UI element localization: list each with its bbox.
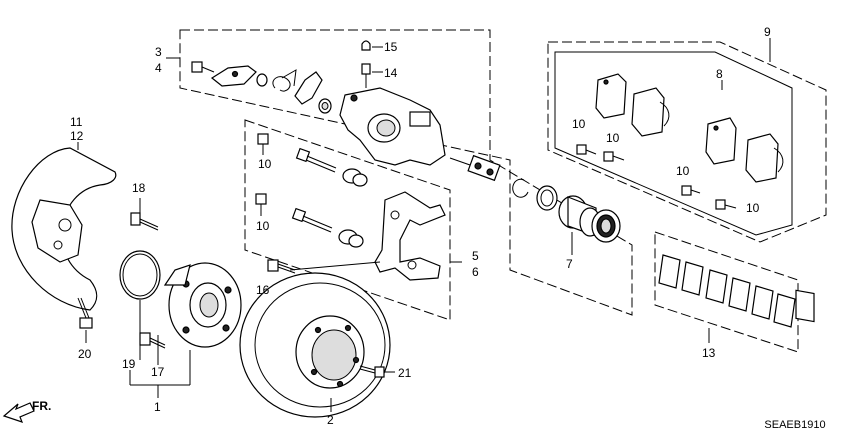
front-direction-arrow-icon <box>2 402 35 423</box>
callout-3: 3 <box>155 45 162 59</box>
circlip <box>512 178 529 198</box>
callout-15: 15 <box>384 40 398 54</box>
o-ring <box>119 250 161 300</box>
caliper-pin-upper <box>295 147 337 173</box>
callout-13: 13 <box>702 346 716 360</box>
callout-1: 1 <box>154 400 161 414</box>
bolt-10-b <box>603 151 625 162</box>
front-direction-label: FR. <box>32 399 51 413</box>
callout-16: 16 <box>256 283 270 297</box>
bolt-10-lower-left <box>255 193 267 216</box>
callout-2: 2 <box>327 413 334 427</box>
brake-rotor <box>239 272 391 418</box>
hub-bolt-17 <box>139 332 166 349</box>
callout-5: 5 <box>472 249 479 263</box>
callout-4: 4 <box>155 61 162 75</box>
bolt-10-upper-left <box>257 133 269 155</box>
bolt-10-a <box>576 144 597 155</box>
bleeder-cap <box>361 40 371 51</box>
callout-14: 14 <box>384 66 398 80</box>
washer-small <box>256 73 332 114</box>
callouts: 3 4 15 14 9 8 11 12 10 10 10 10 10 10 18… <box>70 25 771 427</box>
callout-10-e: 10 <box>676 164 690 178</box>
bleeder-screw <box>361 63 371 88</box>
caliper-bracket <box>374 191 446 281</box>
callout-12: 12 <box>70 129 84 143</box>
caliper-group-frame <box>179 29 633 316</box>
parking-brake-lever <box>191 61 257 87</box>
brake-pad-4 <box>745 133 784 183</box>
leader-lines <box>129 38 771 412</box>
bracket-bolt-16 <box>267 259 381 274</box>
piston-adjuster <box>449 154 501 182</box>
pin-boot-upper <box>342 168 368 187</box>
callout-20: 20 <box>78 347 92 361</box>
callout-6: 6 <box>472 265 479 279</box>
pad-set-frame <box>554 51 793 236</box>
pin-boot-lower <box>338 229 364 248</box>
callout-7: 7 <box>566 257 573 271</box>
callout-10-d: 10 <box>606 131 620 145</box>
callout-9: 9 <box>764 25 771 39</box>
shim-kit-frame <box>654 231 799 353</box>
shim-set <box>658 254 796 328</box>
rotor-screw <box>359 365 395 378</box>
callout-11: 11 <box>70 115 83 129</box>
brake-pad-1 <box>595 73 627 119</box>
return-spring <box>272 69 297 92</box>
brake-pad-2 <box>631 87 670 137</box>
diagram-code: SEAEB1910 <box>764 419 825 431</box>
brake-pad-3 <box>705 117 737 165</box>
bolt-10-c <box>681 185 701 196</box>
pad-kit-frame <box>547 41 827 243</box>
hub-bearing <box>163 262 242 348</box>
mount-group-frame <box>244 119 451 321</box>
caliper-body <box>339 87 446 166</box>
hub-bolt-18 <box>130 198 159 231</box>
pad-shim-square <box>795 289 815 323</box>
callout-8: 8 <box>716 67 723 81</box>
callout-19: 19 <box>122 357 136 371</box>
callout-17: 17 <box>151 365 165 379</box>
plate-bolt-20 <box>77 297 93 343</box>
callout-10-f: 10 <box>746 201 760 215</box>
piston-boot <box>591 209 621 243</box>
callout-10-c: 10 <box>572 117 586 131</box>
bolt-10-d <box>715 199 737 210</box>
callout-18: 18 <box>132 181 146 195</box>
caliper-pin-lower <box>291 207 333 233</box>
lever-cover <box>294 71 323 105</box>
callout-10-a: 10 <box>258 157 272 171</box>
callout-10-b: 10 <box>256 219 270 233</box>
backing-plate <box>11 142 117 311</box>
callout-21: 21 <box>398 366 412 380</box>
piston <box>558 195 601 237</box>
piston-seal <box>536 185 558 211</box>
